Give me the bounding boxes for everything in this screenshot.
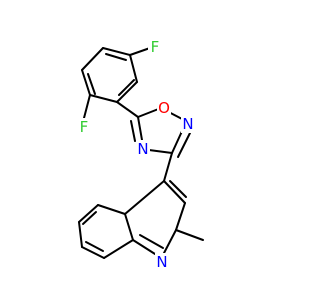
bond (103, 239, 134, 259)
bond (124, 180, 165, 215)
bond (129, 54, 138, 83)
bond (97, 204, 126, 215)
bond (163, 152, 173, 182)
fluorine-label-left: F (80, 118, 89, 136)
bond (130, 120, 136, 142)
bond (82, 211, 97, 225)
bond (78, 221, 83, 248)
bond (105, 53, 127, 61)
nitrogen-label-oxadiazole-right: N (182, 115, 193, 133)
bond (81, 69, 91, 96)
bond (139, 234, 164, 249)
bond (116, 101, 139, 118)
bond (81, 246, 105, 259)
bond (78, 204, 99, 223)
bond (163, 180, 186, 204)
atom-label-background (77, 118, 91, 136)
molecule-structure: F F O N N N (77, 38, 204, 271)
bond (148, 149, 173, 154)
bond (89, 94, 118, 103)
bond (132, 239, 156, 255)
bond (175, 229, 204, 241)
bond (85, 241, 104, 252)
bond (137, 116, 143, 141)
atom-label-background (181, 115, 195, 133)
bond (81, 47, 104, 71)
fluorine-label-top: F (151, 38, 160, 56)
bond (102, 47, 131, 56)
bond (175, 202, 186, 231)
bond (169, 180, 187, 198)
bond (83, 94, 91, 119)
nitrogen-label-quinoline: N (156, 253, 167, 271)
atom-label-background (155, 253, 169, 271)
bond (129, 47, 151, 56)
bond (162, 229, 177, 256)
bond (118, 79, 135, 96)
bond (177, 132, 191, 158)
bond (124, 213, 134, 241)
nitrogen-label-oxadiazole-left: N (137, 140, 148, 158)
bond-layer (78, 47, 204, 259)
oxygen-label: O (158, 99, 170, 117)
atom-label-layer: F F O N N N (77, 38, 195, 271)
bond (116, 81, 138, 103)
bond (87, 73, 96, 95)
atom-label-background (136, 140, 150, 158)
atom-label-background (157, 100, 171, 118)
atom-label-background (148, 38, 162, 56)
